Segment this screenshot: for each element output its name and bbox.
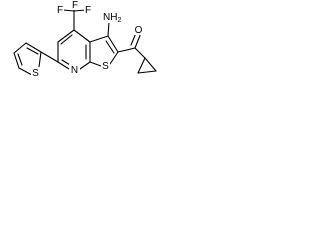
- molecule-structure: F F F NH2 S N S O: [13, 0, 157, 79]
- bond-c2-s1: [109, 51, 119, 65]
- atom-f2: F: [71, 0, 79, 11]
- bond-c4-c4a: [73, 29, 91, 43]
- bond-c3-c2: [107, 35, 119, 53]
- atom-amino: NH2: [103, 11, 125, 24]
- bond-th-c4-c3: [13, 42, 27, 54]
- bond-c4a-c3: [89, 35, 109, 43]
- bond-th-c3-c2: [25, 42, 42, 53]
- bond-c6-thienyl: [40, 51, 59, 63]
- bond-cp1-cp3: [144, 57, 157, 72]
- atom-labels: F F F NH2 S N S O: [31, 0, 144, 79]
- bond-th-c2-s: [38, 51, 42, 68]
- bond-n7-c7a: [79, 61, 91, 70]
- bond-c2-ccarbonyl: [117, 47, 136, 53]
- bond-cp1-cp2: [137, 57, 146, 74]
- bonds: [13, 4, 157, 76]
- atom-f3: F: [84, 4, 92, 16]
- atom-amino-label: NH2: [103, 12, 121, 24]
- atom-f2-label: F: [72, 0, 78, 11]
- bond-th-c5-c4: [13, 52, 20, 69]
- atom-f1-label: F: [57, 5, 63, 16]
- atom-oxygen-carbonyl-label: O: [135, 25, 143, 36]
- atom-sulfur-fused-label: S: [102, 61, 109, 72]
- bond-th-c5-c4-double: [17, 53, 23, 66]
- bond-c4-c5-double: [60, 34, 73, 45]
- bond-s1-c7a: [89, 61, 102, 67]
- bond-carbonyl-cp1: [134, 47, 146, 59]
- bond-th-c3-c2-double: [26, 47, 39, 55]
- bond-c3-c2-double: [105, 40, 115, 54]
- bond-cf3-f1: [62, 9, 75, 12]
- bond-c4-c5: [57, 29, 75, 43]
- atom-oxygen-carbonyl: O: [133, 24, 144, 36]
- atom-sulfur-thienyl: S: [31, 67, 40, 79]
- atom-nitrogen-pyridine-label: N: [71, 65, 78, 76]
- atom-sulfur-fused: S: [101, 60, 110, 72]
- atom-f1: F: [56, 4, 64, 16]
- bond-carbonyl-o: [134, 32, 142, 49]
- atom-sulfur-thienyl-label: S: [32, 68, 39, 79]
- bond-c6-n7-double: [61, 59, 71, 66]
- bond-c3-nh2: [107, 21, 110, 37]
- bond-th-s-c5: [18, 67, 33, 76]
- atom-nitrogen-pyridine: N: [69, 64, 80, 76]
- atom-f3-label: F: [85, 5, 91, 16]
- bond-cp2-cp3: [137, 70, 157, 74]
- bond-c6-n7: [57, 61, 70, 70]
